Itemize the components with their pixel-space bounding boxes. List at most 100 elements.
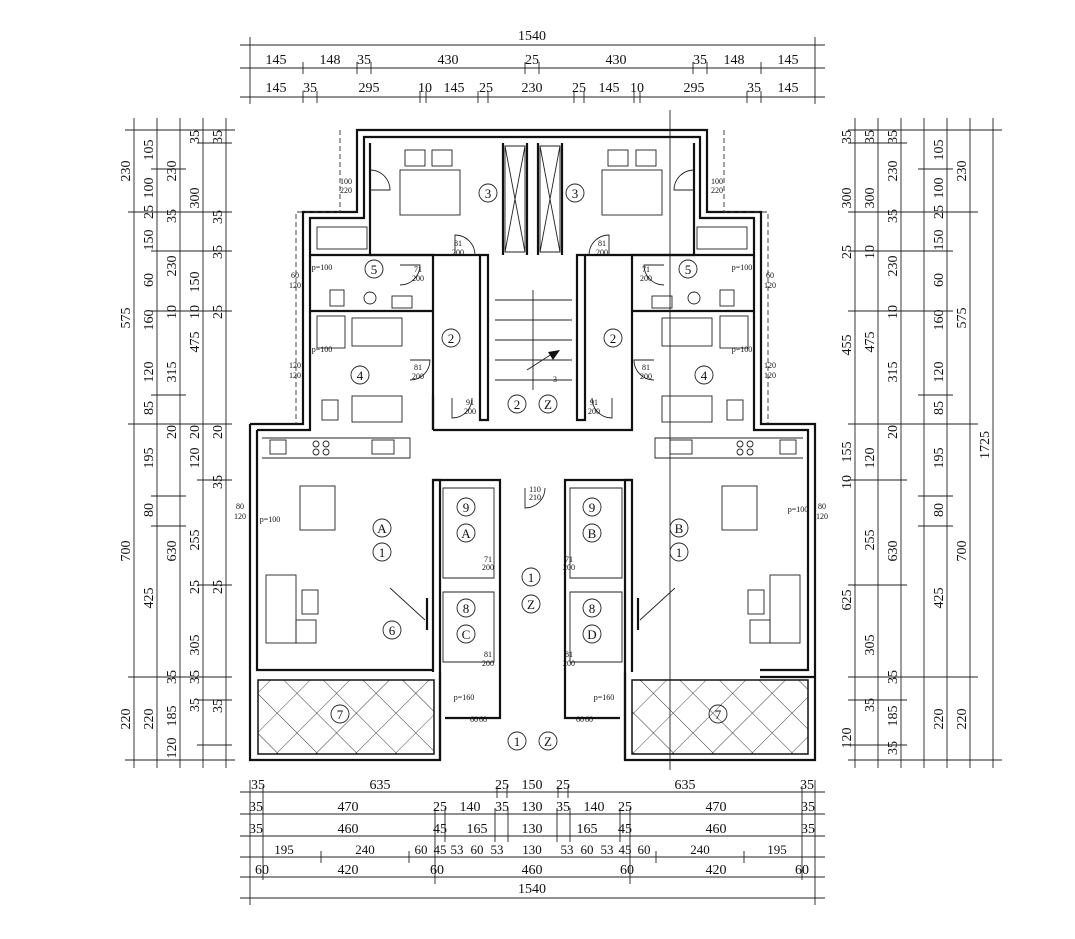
left-dim-col1: 230 575 700 220 — [119, 161, 134, 730]
dim: 230 — [165, 256, 180, 277]
dim: 25 — [556, 778, 570, 793]
room-label: 9 — [589, 500, 596, 515]
dim: 460 — [706, 822, 727, 837]
dim: 10 — [630, 81, 644, 96]
top-dimensions: 1540 145 148 35 430 25 430 35 148 145 14… — [240, 29, 825, 104]
dim: 420 — [706, 863, 727, 878]
dim: 60 — [415, 842, 428, 857]
dim: 240 — [690, 842, 710, 857]
dim: 35 — [863, 698, 878, 712]
dim: 130 — [522, 800, 543, 815]
room-label: B — [675, 521, 684, 536]
dim: 255 — [863, 530, 878, 551]
dim: 25 — [525, 53, 539, 68]
door-height: 200 — [563, 563, 575, 572]
door-height: 200 — [482, 563, 494, 572]
room-label: 1 — [676, 545, 683, 560]
dim: 10 — [418, 81, 432, 96]
opening-width: 100 — [711, 177, 723, 186]
dim: 53 — [491, 842, 504, 857]
dim: 60 — [471, 842, 484, 857]
dim: 255 — [188, 530, 203, 551]
door-height: 200 — [412, 372, 424, 381]
room-labels: 3 3 5 5 4 4 2 2 2 Z A 1 B 1 9 A 9 B 8 — [330, 183, 728, 751]
dim: 230 — [886, 256, 901, 277]
dim: 230 — [165, 161, 180, 182]
dim: 700 — [119, 541, 134, 562]
dim: 120 — [840, 728, 855, 749]
dim: 45 — [619, 842, 632, 857]
opening-width: 80 — [236, 502, 244, 511]
stair-number: 3 — [553, 375, 557, 384]
door-height: 200 — [452, 248, 464, 257]
door-height: 200 — [596, 248, 608, 257]
dim: 35 — [249, 800, 263, 815]
opening-width: 60 — [766, 271, 774, 280]
top-dim-total: 1540 — [518, 29, 546, 44]
bottom-dim-row4: 195 240 60 45 53 60 53 130 53 60 53 45 6… — [274, 842, 787, 857]
opening-width: 60 — [470, 715, 478, 724]
dim: 150 — [188, 272, 203, 293]
dim: 165 — [577, 822, 598, 837]
right-dim-total: 1725 — [978, 431, 993, 459]
door-width: 91 — [466, 398, 474, 407]
dim: 300 — [188, 188, 203, 209]
dim: 85 — [932, 401, 947, 415]
dim: 420 — [338, 863, 359, 878]
door-width: 81 — [598, 239, 606, 248]
dim: 80 — [932, 503, 947, 517]
room-label: 4 — [357, 368, 364, 383]
dim: 130 — [522, 822, 543, 837]
dim: 10 — [188, 305, 203, 319]
door-height: 200 — [464, 407, 476, 416]
door-height: 200 — [588, 407, 600, 416]
dim: 460 — [338, 822, 359, 837]
dim: 185 — [165, 706, 180, 727]
dim: 25 — [142, 205, 157, 219]
dim: 10 — [863, 245, 878, 259]
dim: 35 — [693, 53, 707, 68]
right-dim-col1: 35 300 25 455 10 155 625 120 — [840, 130, 855, 749]
dim: 35 — [188, 130, 203, 144]
opening-height: 120 — [816, 512, 828, 521]
dim: 150 — [522, 778, 543, 793]
dim: 130 — [522, 842, 542, 857]
dim: 305 — [188, 635, 203, 656]
room-label: B — [588, 526, 597, 541]
dim: 53 — [561, 842, 574, 857]
dim: 105 — [932, 140, 947, 161]
dim: 35 — [211, 699, 226, 713]
dim: 60 — [581, 842, 594, 857]
dim: 35 — [211, 130, 226, 144]
room-label: D — [587, 627, 596, 642]
dim: 195 — [932, 448, 947, 469]
opening-height: 120 — [289, 371, 301, 380]
terrace-right — [631, 679, 809, 755]
dim: 35 — [801, 822, 815, 837]
dim: 470 — [338, 800, 359, 815]
dim: 230 — [955, 161, 970, 182]
bottom-dim-row5: 60 420 60 460 60 420 60 — [255, 863, 809, 878]
terrace-left — [257, 679, 435, 755]
dim: 85 — [142, 401, 157, 415]
dim: 25 — [211, 580, 226, 594]
room-label: 5 — [685, 262, 692, 277]
dim: 120 — [863, 448, 878, 469]
room-label: 3 — [485, 186, 492, 201]
opening-width: 60 — [585, 715, 593, 724]
dim: 220 — [955, 709, 970, 730]
bottom-dimensions: 35 635 25 150 25 635 35 35 470 25 140 35… — [240, 778, 825, 905]
door-width: 110 — [529, 485, 541, 494]
dim: 148 — [724, 53, 745, 68]
dim: 35 — [556, 800, 570, 815]
dim: 305 — [863, 635, 878, 656]
dim: 60 — [795, 863, 809, 878]
dim: 35 — [188, 670, 203, 684]
dim: 625 — [840, 590, 855, 611]
room-label: Z — [527, 597, 535, 612]
opening-height: 220 — [711, 186, 723, 195]
left-dimensions: 230 575 700 220 105 100 25 150 60 160 12… — [119, 118, 235, 768]
room-label: 1 — [514, 734, 521, 749]
dim: 35 — [886, 670, 901, 684]
door-width: 81 — [484, 650, 492, 659]
